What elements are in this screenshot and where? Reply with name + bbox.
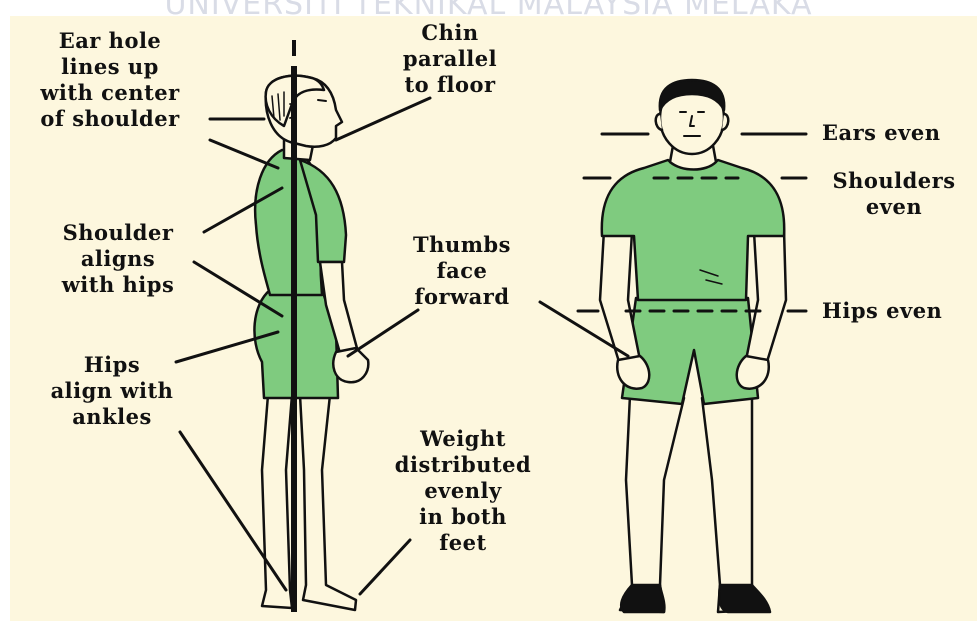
label-weight: Weight distributed evenly in both feet bbox=[378, 426, 548, 556]
side-front-leg bbox=[300, 395, 356, 610]
front-right-hand bbox=[737, 356, 769, 389]
front-view-figure bbox=[600, 80, 786, 612]
front-left-foot bbox=[621, 585, 664, 612]
side-view-figure bbox=[254, 76, 368, 610]
label-ear-hole: Ear hole lines up with center of shoulde… bbox=[22, 28, 198, 132]
front-left-hand bbox=[617, 356, 649, 389]
label-hips-align: Hips align with ankles bbox=[24, 352, 200, 430]
label-thumbs: Thumbs face forward bbox=[392, 232, 532, 310]
front-left-leg bbox=[620, 395, 684, 612]
front-right-foot bbox=[719, 585, 770, 612]
pointer-chin bbox=[336, 98, 430, 140]
front-right-leg bbox=[702, 395, 762, 612]
pointer-ear-shoulder bbox=[210, 140, 278, 168]
pointer-thumbs bbox=[348, 310, 418, 356]
front-right-arm bbox=[746, 230, 786, 365]
label-shoulder-aligns: Shoulder aligns with hips bbox=[30, 220, 206, 298]
label-ears-even: Ears even bbox=[822, 120, 972, 146]
label-chin: Chin parallel to floor bbox=[380, 20, 520, 98]
label-shoulders-even: Shoulders even bbox=[814, 168, 974, 220]
label-hips-even: Hips even bbox=[822, 298, 972, 324]
